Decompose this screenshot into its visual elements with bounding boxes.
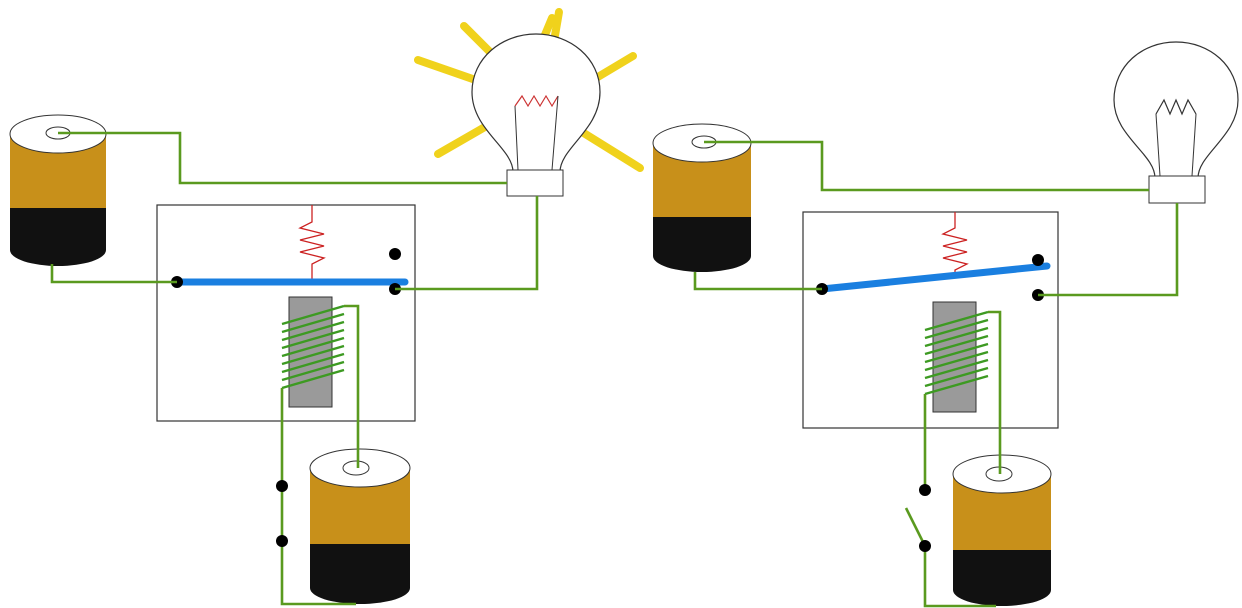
left-wires	[50, 131, 539, 606]
right-load-battery-icon	[652, 123, 752, 272]
right-relay-coil	[924, 310, 989, 396]
right-nc-contact	[1032, 254, 1044, 266]
left-relay-spring	[298, 205, 326, 282]
right-relay-armature	[818, 262, 1051, 293]
left-relay-coil	[281, 304, 345, 390]
right-wires	[693, 140, 1179, 608]
left-light-bulb-icon	[471, 33, 601, 197]
right-relay-spring	[941, 212, 969, 276]
left-control-battery-icon	[309, 448, 411, 604]
right-circuit	[652, 41, 1239, 608]
right-control-switch-icon	[904, 484, 931, 552]
left-control-switch-icon	[276, 480, 288, 547]
right-relay-box	[802, 211, 1059, 429]
right-control-battery-icon	[952, 454, 1052, 606]
left-load-battery-icon	[9, 114, 107, 266]
left-nc-contact	[389, 248, 401, 260]
left-circuit	[9, 8, 644, 606]
right-light-bulb-icon	[1113, 41, 1239, 204]
left-relay-box	[156, 204, 416, 422]
